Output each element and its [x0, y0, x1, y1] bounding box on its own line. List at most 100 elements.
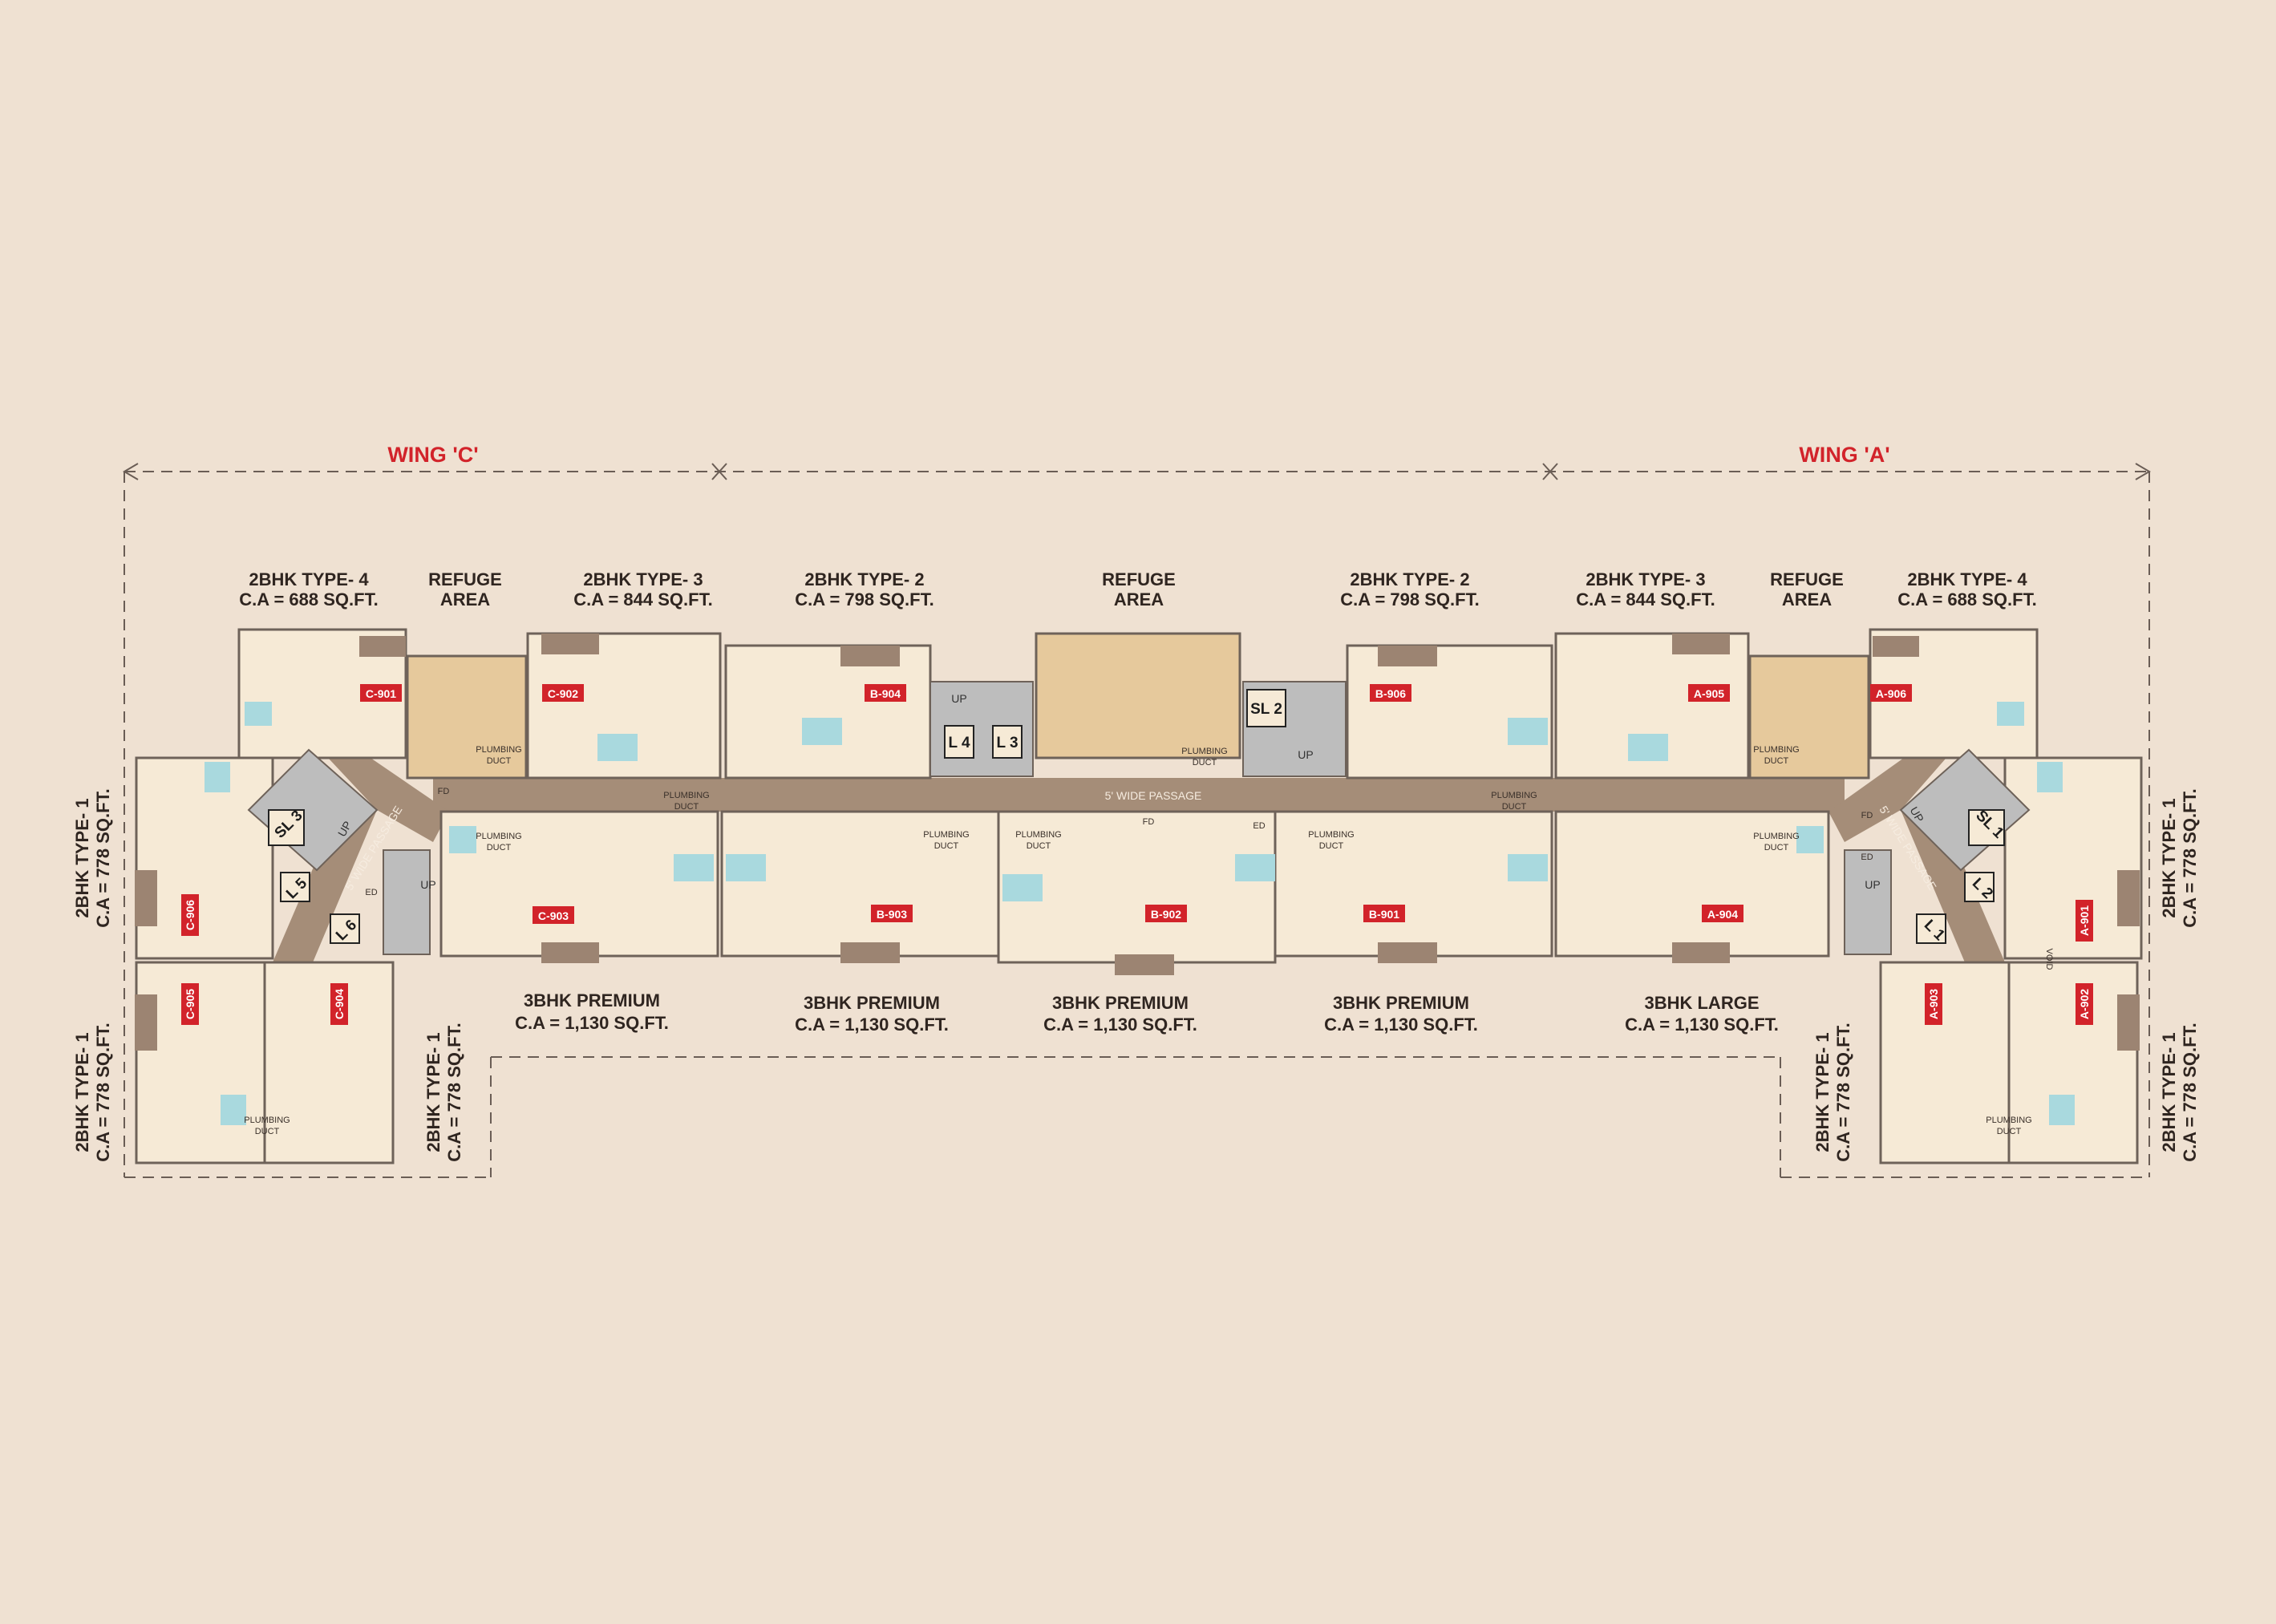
label-b-3bhk-3-name: 3BHK PREMIUM — [1333, 993, 1469, 1013]
plumbing-duct-a-side-2: DUCT — [1997, 1127, 2022, 1136]
flat-b-904 — [724, 644, 932, 780]
plumbing-duct-a-side-1: PLUMBING — [1986, 1116, 2031, 1125]
label-a-right-lower-area: C.A = 778 SQ.FT. — [2180, 1023, 2200, 1161]
passage-label-center: 5' WIDE PASSAGE — [1105, 789, 1202, 802]
flats-bottom-row — [439, 810, 1830, 964]
flat-c-903 — [439, 810, 719, 958]
label-b-2bhk2-right-area: C.A = 798 SQ.FT. — [1340, 589, 1479, 610]
label-c-2bhk3-area: C.A = 844 SQ.FT. — [573, 589, 712, 610]
flat-b-906 — [1346, 644, 1553, 780]
tag-c-905: C-905 — [184, 989, 196, 1019]
ed-label-c: ED — [365, 888, 377, 897]
lift-sl2: SL 2 — [1250, 701, 1282, 718]
tag-a-901: A-901 — [2078, 905, 2091, 936]
label-b-3bhk-3-area: C.A = 1,130 SQ.FT. — [1324, 1014, 1478, 1035]
label-a-right-lower-name: 2BHK TYPE- 1 — [2159, 1032, 2179, 1152]
plumbing-duct-a-top-2: DUCT — [1764, 756, 1789, 766]
label-b-refuge-name: REFUGE — [1102, 569, 1176, 589]
label-b-3bhk-1-area: C.A = 1,130 SQ.FT. — [795, 1014, 949, 1035]
stair-up-b-right: UP — [1298, 748, 1313, 761]
label-a-refuge-name: REFUGE — [1770, 569, 1844, 589]
tag-c-906: C-906 — [184, 900, 196, 930]
tag-b-906: B-906 — [1375, 687, 1406, 700]
ed-label-center: ED — [1253, 821, 1265, 831]
label-c-refuge-area: AREA — [440, 589, 490, 610]
top-unit-labels: 2BHK TYPE- 4 C.A = 688 SQ.FT. REFUGE ARE… — [239, 569, 2036, 610]
label-a-refuge-area: AREA — [1782, 589, 1832, 610]
label-a-3bhk-large-name: 3BHK LARGE — [1644, 993, 1759, 1013]
wet-areas — [135, 634, 2140, 1125]
label-a-2bhk3-area: C.A = 844 SQ.FT. — [1576, 589, 1715, 610]
refuge-a — [1748, 654, 1870, 780]
dimension-lines — [123, 463, 2151, 1178]
fd-label-a: FD — [1861, 811, 1873, 820]
label-a-left-lower-name: 2BHK TYPE- 1 — [1812, 1032, 1833, 1152]
flat-a-901 — [2003, 756, 2143, 960]
label-b-refuge-area: AREA — [1114, 589, 1164, 610]
label-c-left-lower-name: 2BHK TYPE- 1 — [72, 1032, 92, 1152]
label-c-3bhk-area: C.A = 1,130 SQ.FT. — [515, 1013, 669, 1033]
label-c-2bhk3-name: 2BHK TYPE- 3 — [583, 569, 703, 589]
label-c-2bhk4-name: 2BHK TYPE- 4 — [249, 569, 369, 589]
plumbing-duct-b-top-1: PLUMBING — [1181, 747, 1227, 756]
side-unit-labels: 2BHK TYPE- 1 C.A = 778 SQ.FT. 2BHK TYPE-… — [72, 788, 2200, 1161]
refuge-c — [406, 654, 528, 780]
plumbing-duct-a-top-1: PLUMBING — [1753, 745, 1799, 755]
flat-a-904 — [1554, 810, 1830, 958]
plumbing-duct-b-bot2-1: PLUMBING — [1015, 830, 1061, 840]
tag-b-902: B-902 — [1151, 908, 1181, 921]
plumbing-duct-c-bot-2: DUCT — [487, 843, 512, 852]
tag-a-902: A-902 — [2078, 989, 2091, 1019]
label-a-2bhk4-area: C.A = 688 SQ.FT. — [1897, 589, 2036, 610]
label-a-2bhk3-name: 2BHK TYPE- 3 — [1586, 569, 1705, 589]
wing-c-label: WING 'C' — [387, 443, 478, 467]
flat-b-902 — [997, 810, 1277, 964]
stair-up-b-left: UP — [951, 692, 966, 705]
flat-b-901 — [1274, 810, 1553, 958]
label-b-2bhk2-left-area: C.A = 798 SQ.FT. — [795, 589, 933, 610]
void-label: VOID — [2044, 949, 2054, 970]
plumbing-duct-c-mid-2: DUCT — [674, 802, 699, 812]
tag-b-904: B-904 — [870, 687, 901, 700]
flat-c-905 — [135, 961, 266, 1164]
plumbing-duct-c-top-1: PLUMBING — [476, 745, 521, 755]
label-c-right-lower-name: 2BHK TYPE- 1 — [423, 1032, 443, 1152]
plumbing-duct-b-bot3-1: PLUMBING — [1308, 830, 1354, 840]
plumbing-duct-a-mid-2: DUCT — [1502, 802, 1527, 812]
ed-label-a: ED — [1861, 852, 1873, 862]
label-b-3bhk-2-name: 3BHK PREMIUM — [1052, 993, 1189, 1013]
tag-a-903: A-903 — [1927, 989, 1940, 1019]
label-a-left-lower-area: C.A = 778 SQ.FT. — [1833, 1023, 1853, 1161]
plumbing-duct-c-bot-1: PLUMBING — [476, 832, 521, 841]
label-a-2bhk4-name: 2BHK TYPE- 4 — [1907, 569, 2027, 589]
flat-a-902 — [2007, 961, 2139, 1164]
label-c-left-lower-area: C.A = 778 SQ.FT. — [93, 1023, 113, 1161]
flat-c-904 — [263, 961, 395, 1164]
flat-b-903 — [720, 810, 1000, 958]
plumbing-duct-c-side-1: PLUMBING — [244, 1116, 290, 1125]
plumbing-duct-b-top-2: DUCT — [1193, 758, 1217, 767]
tag-a-906: A-906 — [1876, 687, 1906, 700]
label-b-2bhk2-left-name: 2BHK TYPE- 2 — [804, 569, 924, 589]
plumbing-duct-c-side-2: DUCT — [255, 1127, 280, 1136]
label-c-3bhk-name: 3BHK PREMIUM — [524, 990, 660, 1010]
label-c-left-upper-area: C.A = 778 SQ.FT. — [93, 788, 113, 927]
refuge-b — [1035, 632, 1241, 759]
stair-up-a: UP — [1865, 878, 1880, 891]
bottom-unit-labels: 3BHK PREMIUM C.A = 1,130 SQ.FT. 3BHK PRE… — [515, 990, 1779, 1035]
tag-a-905: A-905 — [1694, 687, 1724, 700]
tag-a-904: A-904 — [1707, 908, 1738, 921]
stair-up-c: UP — [420, 878, 435, 891]
plumbing-duct-c-mid-1: PLUMBING — [663, 791, 709, 800]
wing-a-label: WING 'A' — [1799, 443, 1889, 467]
plumbing-duct-a-mid-1: PLUMBING — [1491, 791, 1537, 800]
fd-label-center: FD — [1143, 817, 1155, 827]
label-c-right-lower-area: C.A = 778 SQ.FT. — [444, 1023, 464, 1161]
plumbing-duct-c-top-2: DUCT — [487, 756, 512, 766]
label-b-3bhk-2-area: C.A = 1,130 SQ.FT. — [1043, 1014, 1197, 1035]
lift-l3: L 3 — [996, 735, 1018, 751]
label-a-right-upper-name: 2BHK TYPE- 1 — [2159, 798, 2179, 917]
tag-c-901: C-901 — [366, 687, 396, 700]
